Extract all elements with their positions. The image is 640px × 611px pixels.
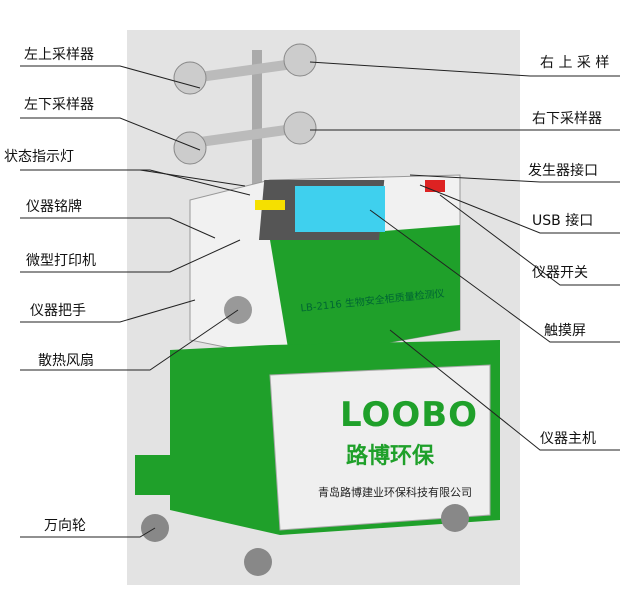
label-left-upper-sampler: 左上采样器 [24, 47, 94, 63]
label-main-unit: 仪器主机 [540, 431, 596, 447]
company-name: 青岛路博建业环保科技有限公司 [318, 486, 472, 499]
label-caster: 万向轮 [44, 518, 86, 534]
label-status-light: 状态指示灯 [4, 149, 74, 165]
brand-name: 路博环保 [346, 444, 435, 469]
brand-logo: LOOBO [340, 395, 479, 435]
label-left-lower-sampler: 左下采样器 [24, 97, 94, 113]
label-handle: 仪器把手 [30, 303, 86, 319]
label-right-upper-sampler: 右 上 采 样 [540, 55, 610, 71]
label-nameplate: 仪器铭牌 [26, 199, 82, 215]
label-usb-port: USB 接口 [532, 213, 594, 229]
label-printer: 微型打印机 [26, 253, 96, 269]
label-generator-port: 发生器接口 [528, 163, 598, 179]
label-fan: 散热风扇 [38, 353, 94, 369]
label-touchscreen: 触摸屏 [544, 323, 586, 339]
label-power-switch: 仪器开关 [532, 265, 588, 281]
label-right-lower-sampler: 右下采样器 [532, 111, 602, 127]
